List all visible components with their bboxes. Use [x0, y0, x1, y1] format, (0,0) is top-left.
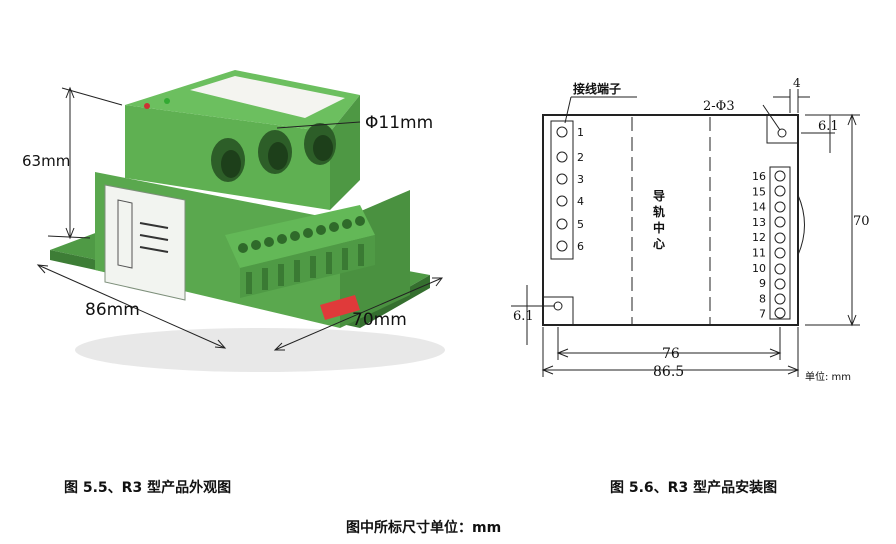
left-terminal-numbers: 1 2 3 4 5 6	[577, 126, 584, 253]
svg-text:中: 中	[653, 220, 665, 235]
left-terminal-number: 1	[577, 126, 584, 139]
left-terminal-number: 5	[577, 218, 584, 231]
dim-length-label: 86mm	[85, 300, 140, 320]
body-outline	[542, 114, 799, 326]
hole-note: 2-Φ3	[703, 99, 735, 114]
right-terminal-number: 16	[752, 170, 766, 183]
caption-units: 图中所标尺寸单位：mm	[346, 520, 502, 536]
right-terminal-number: 12	[752, 231, 766, 244]
left-terminal-number: 2	[577, 151, 584, 164]
dim-top-right: 4	[793, 76, 801, 90]
dim-height: 70	[853, 214, 870, 229]
product-photo-svg: 63mm 86mm 70mm Φ11mm	[22, 70, 445, 372]
top-label	[190, 76, 345, 118]
right-terminal-number: 11	[752, 247, 766, 260]
left-terminal-strip	[550, 120, 574, 260]
dim-inner: 76	[662, 346, 680, 362]
right-terminal-number: 9	[759, 277, 766, 290]
right-terminal-number: 13	[752, 216, 766, 229]
svg-text:轨: 轨	[653, 204, 665, 219]
units-note: 单位: mm	[805, 370, 851, 383]
right-terminal-number: 15	[752, 185, 766, 198]
terminal-block	[225, 205, 375, 268]
dim-height-label: 63mm	[22, 152, 70, 170]
right-terminal-numbers: 16 15 14 13 12 11 10 9 8 7	[752, 170, 766, 321]
dim-offset-top: 6.1	[818, 119, 839, 134]
dim-width-label: 70mm	[352, 310, 407, 330]
product-photo: 63mm 86mm 70mm Φ11mm	[22, 60, 460, 390]
right-terminal-number: 14	[752, 201, 766, 214]
caption-installation: 图 5.6、R3 型产品安装图	[610, 480, 778, 496]
right-terminal-number: 8	[759, 292, 766, 305]
rail-center-label: 导 轨 中 心	[653, 188, 665, 251]
rail-clip	[320, 295, 360, 320]
dim-offset-bottom: 6.1	[513, 309, 534, 324]
install-drawing-svg: 接线端子 2-Φ3 4 6.1 70 6.1 76 86.5 单位: mm 导 …	[511, 76, 870, 383]
right-terminal-number: 10	[752, 262, 766, 275]
terminal-label: 接线端子	[573, 81, 621, 96]
left-terminal-number: 6	[577, 240, 584, 253]
svg-text:心: 心	[653, 237, 665, 251]
right-terminal-number: 7	[759, 308, 766, 321]
dim-total: 86.5	[653, 364, 684, 380]
left-terminal-number: 4	[577, 195, 584, 208]
svg-text:导: 导	[653, 188, 665, 203]
caption-appearance: 图 5.5、R3 型产品外观图	[64, 480, 232, 496]
left-terminal-number: 3	[577, 173, 584, 186]
install-drawing: 接线端子 2-Φ3 4 6.1 70 6.1 76 86.5 单位: mm 导 …	[505, 75, 875, 395]
right-terminal-strip	[769, 166, 791, 320]
label-sticker	[104, 184, 186, 301]
dim-hole-label: Φ11mm	[365, 113, 433, 133]
